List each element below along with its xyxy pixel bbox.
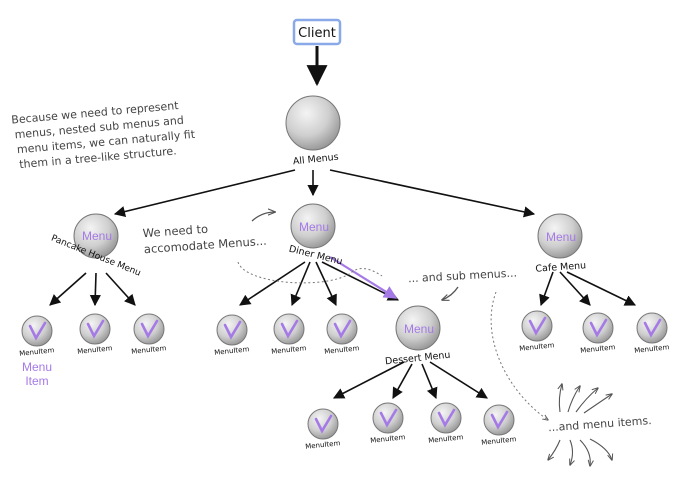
menu-item-node: MenuItem (428, 402, 464, 445)
node-dessert-menu: Menu Dessert Menu (385, 305, 451, 368)
menu-item-label: MenuItem (271, 344, 307, 356)
all-menus-label: All Menus (292, 152, 339, 168)
menu-item-node: MenuItem (481, 404, 517, 447)
checkmark-icon (223, 320, 242, 340)
menu-item-label: MenuItem (580, 343, 616, 355)
menu-item-ball (483, 404, 515, 436)
diner-menu-text: Menu (299, 220, 329, 234)
checkmark-icon (314, 414, 333, 434)
checkmark-icon (280, 319, 299, 339)
cafe-label: Cafe Menu (535, 260, 586, 275)
checkmark-icon (528, 316, 547, 336)
client-box: Client (292, 18, 342, 46)
menu-item-label: MenuItem (519, 341, 555, 353)
checkmark-icon (589, 318, 608, 338)
menu-item-ball (372, 402, 404, 434)
cafe-menu-text: Menu (546, 230, 576, 244)
menu-item-ball (307, 408, 339, 440)
menu-item-label: MenuItem (428, 433, 464, 445)
node-diner-menu: Menu Diner Menu (288, 203, 344, 268)
checkmark-icon (28, 321, 47, 341)
menu-item-node: MenuItem (580, 312, 616, 355)
dessert-menu-text: Menu (404, 322, 434, 336)
menu-item-ball (133, 313, 165, 345)
menu-item-ball (21, 315, 53, 347)
legend-item: Item (25, 374, 48, 388)
items-note: ...and menu items. (548, 414, 652, 434)
menu-item-node: MenuItem (305, 408, 341, 451)
menu-item-ball (582, 312, 614, 344)
submenus-note: ... and sub menus... (408, 267, 518, 286)
node-all-menus: All Menus (285, 95, 341, 168)
tree-note: Because we need to represent menus, nest… (11, 99, 196, 171)
menu-item-node: MenuItem (131, 313, 167, 356)
node-cafe-menu: Menu Cafe Menu (535, 213, 587, 275)
submenu-highlight-arrow (329, 256, 398, 299)
menu-item-label: MenuItem (324, 344, 360, 356)
legend-menu: Menu (22, 360, 52, 374)
scribble-arrows (548, 384, 612, 466)
node-pancake-house-menu: Menu Pancake House Menu (49, 213, 142, 279)
menu-item-ball (326, 313, 358, 345)
dessert-label: Dessert Menu (385, 350, 451, 368)
menus-note: We need to accomodate Menus... (142, 222, 267, 256)
menu-item-ball (79, 313, 111, 345)
menu-item-node: MenuItem (634, 312, 670, 355)
menu-item-ball (430, 402, 462, 434)
menu-item-node: MenuItem (370, 402, 406, 445)
client-label: Client (298, 26, 336, 41)
checkmark-icon (140, 319, 159, 339)
menu-item-node: MenuItem (77, 313, 113, 356)
pancake-menu-text: Menu (82, 229, 112, 243)
checkmark-icon (490, 410, 509, 430)
menu-item-ball (636, 312, 668, 344)
menu-item-label: MenuItem (634, 343, 670, 355)
menus-dotted-connector (237, 261, 383, 284)
menu-item-node: MenuItem (271, 313, 307, 356)
menu-item-label: MenuItem (370, 433, 406, 445)
menu-item-ball (521, 310, 553, 342)
menu-item-ball (273, 313, 305, 345)
menu-item-node: MenuItem (519, 310, 555, 353)
checkmark-icon (379, 408, 398, 428)
menus-note-line-1: We need to (142, 222, 208, 241)
menu-item-label: MenuItem (305, 439, 341, 451)
menus-note-arrow (251, 212, 275, 222)
checkmark-icon (333, 319, 352, 339)
menu-item-label: MenuItem (131, 344, 167, 356)
menu-item-label: MenuItem (214, 345, 250, 357)
checkmark-icon (643, 318, 662, 338)
menu-item-label: MenuItem (77, 344, 113, 356)
submenus-note-arrow (442, 286, 459, 300)
menu-item-label: MenuItem (19, 346, 55, 358)
tree-edges (49, 169, 637, 400)
checkmark-icon (86, 319, 105, 339)
menu-item-label: MenuItem (481, 435, 517, 447)
menu-item-node: MenuItem (214, 314, 250, 357)
menu-item-node: MenuItem (19, 315, 55, 358)
menu-item-ball (216, 314, 248, 346)
menu-item-node: MenuItem (324, 313, 360, 356)
checkmark-icon (437, 408, 456, 428)
